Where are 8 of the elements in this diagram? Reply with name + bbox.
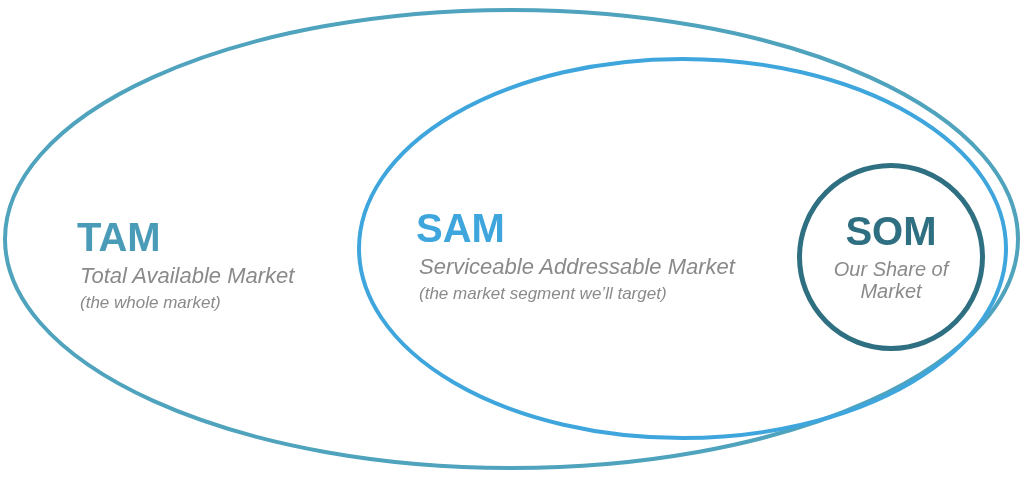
region-heading: SOM [844, 209, 938, 253]
region-heading: TAM [77, 215, 161, 259]
region-subtitle: Total Available Market [80, 264, 295, 289]
region-subtitle: Our Share of Market [832, 258, 951, 302]
region-subtitle: Serviceable Addressable Market [419, 255, 735, 280]
region-note: (the market segment we’ll target) [419, 285, 667, 304]
region-note: (the whole market) [80, 294, 221, 313]
region-heading: SAM [416, 206, 505, 250]
